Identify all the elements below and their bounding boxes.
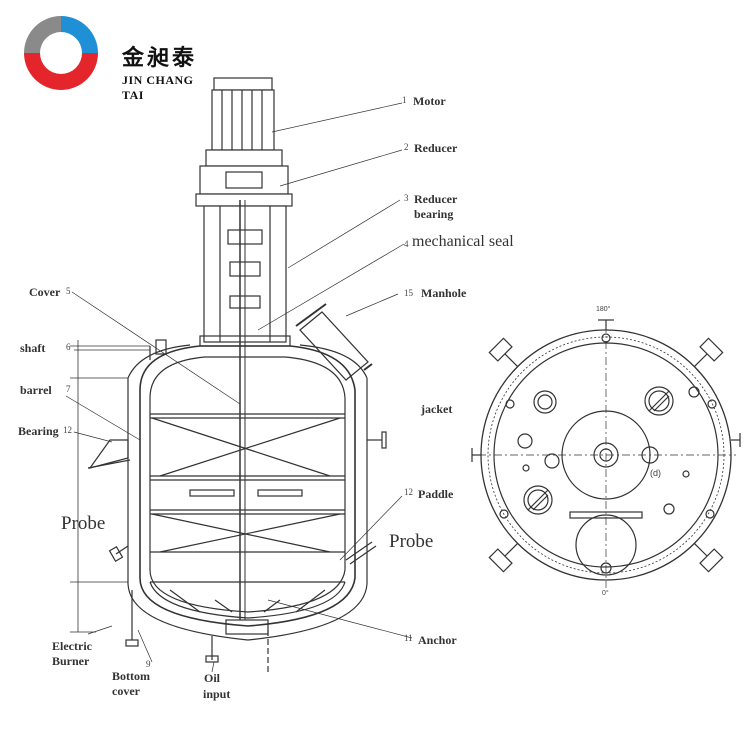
bottom-cover-label-line2: cover bbox=[112, 684, 140, 698]
manhole-shape bbox=[295, 303, 373, 381]
manhole-number: 15 bbox=[404, 288, 413, 298]
probe-right-label: Probe bbox=[389, 531, 434, 552]
support-legs bbox=[125, 590, 269, 672]
reducer-bearing-label-line2: bearing bbox=[414, 207, 454, 221]
motor-number: 1 bbox=[402, 95, 407, 105]
anchor-label: Anchor bbox=[418, 633, 457, 647]
oil-input-label-line1: Oil bbox=[204, 671, 221, 685]
reducer-bearing-label-line1: Reducer bbox=[414, 192, 458, 206]
electric-burner-label-line1: Electric bbox=[52, 639, 92, 653]
reducer-number: 2 bbox=[404, 142, 409, 152]
jacket-label: jacket bbox=[421, 402, 453, 416]
logo-mark-icon bbox=[24, 16, 98, 90]
cover-label: Cover bbox=[29, 285, 61, 299]
nozzle-d-label: (d) bbox=[650, 468, 661, 478]
angle-0-label: 0° bbox=[602, 590, 609, 597]
brand-name-cn: 金昶泰 bbox=[122, 45, 198, 71]
oil-input-label-line2: input bbox=[203, 687, 231, 701]
manhole-label: Manhole bbox=[421, 286, 467, 300]
bottom-cover-number: 9 bbox=[146, 659, 151, 669]
paddle-blades bbox=[150, 413, 345, 553]
shaft-number: 6 bbox=[66, 342, 71, 352]
probe-left-label: Probe bbox=[61, 513, 106, 534]
bearing-bracket bbox=[87, 439, 131, 470]
reducer-label: Reducer bbox=[414, 141, 458, 155]
motor-shape bbox=[205, 77, 283, 167]
bottom-cover-label-line1: Bottom bbox=[112, 669, 150, 683]
motor-label: Motor bbox=[413, 94, 446, 108]
cover-number: 5 bbox=[66, 286, 71, 296]
shaft-label: shaft bbox=[20, 341, 46, 355]
dimension-lines bbox=[70, 340, 150, 633]
paddle-number: 12 bbox=[404, 487, 413, 497]
vessel-body bbox=[127, 344, 368, 641]
mechanical-seal-number: 4 bbox=[404, 239, 409, 249]
mechanical-seal-label: mechanical seal bbox=[412, 233, 514, 250]
bearing-label: Bearing bbox=[18, 424, 59, 438]
top-view bbox=[471, 319, 741, 588]
brand-name-en: JIN CHANG TAI bbox=[122, 73, 194, 102]
brand-logo: 金昶泰 JIN CHANG TAI bbox=[18, 10, 208, 102]
anchor-number: 11 bbox=[404, 633, 413, 643]
reducer-bearing-number: 3 bbox=[404, 193, 409, 203]
barrel-number: 7 bbox=[66, 384, 71, 394]
bearing-number: 12 bbox=[63, 425, 72, 435]
leader-lines bbox=[65, 102, 413, 673]
barrel-label: barrel bbox=[20, 383, 52, 397]
paddle-label: Paddle bbox=[418, 487, 454, 501]
electric-burner-label-line2: Burner bbox=[52, 654, 90, 668]
reducer-shape bbox=[195, 165, 293, 207]
angle-180-label: 180° bbox=[596, 306, 611, 313]
